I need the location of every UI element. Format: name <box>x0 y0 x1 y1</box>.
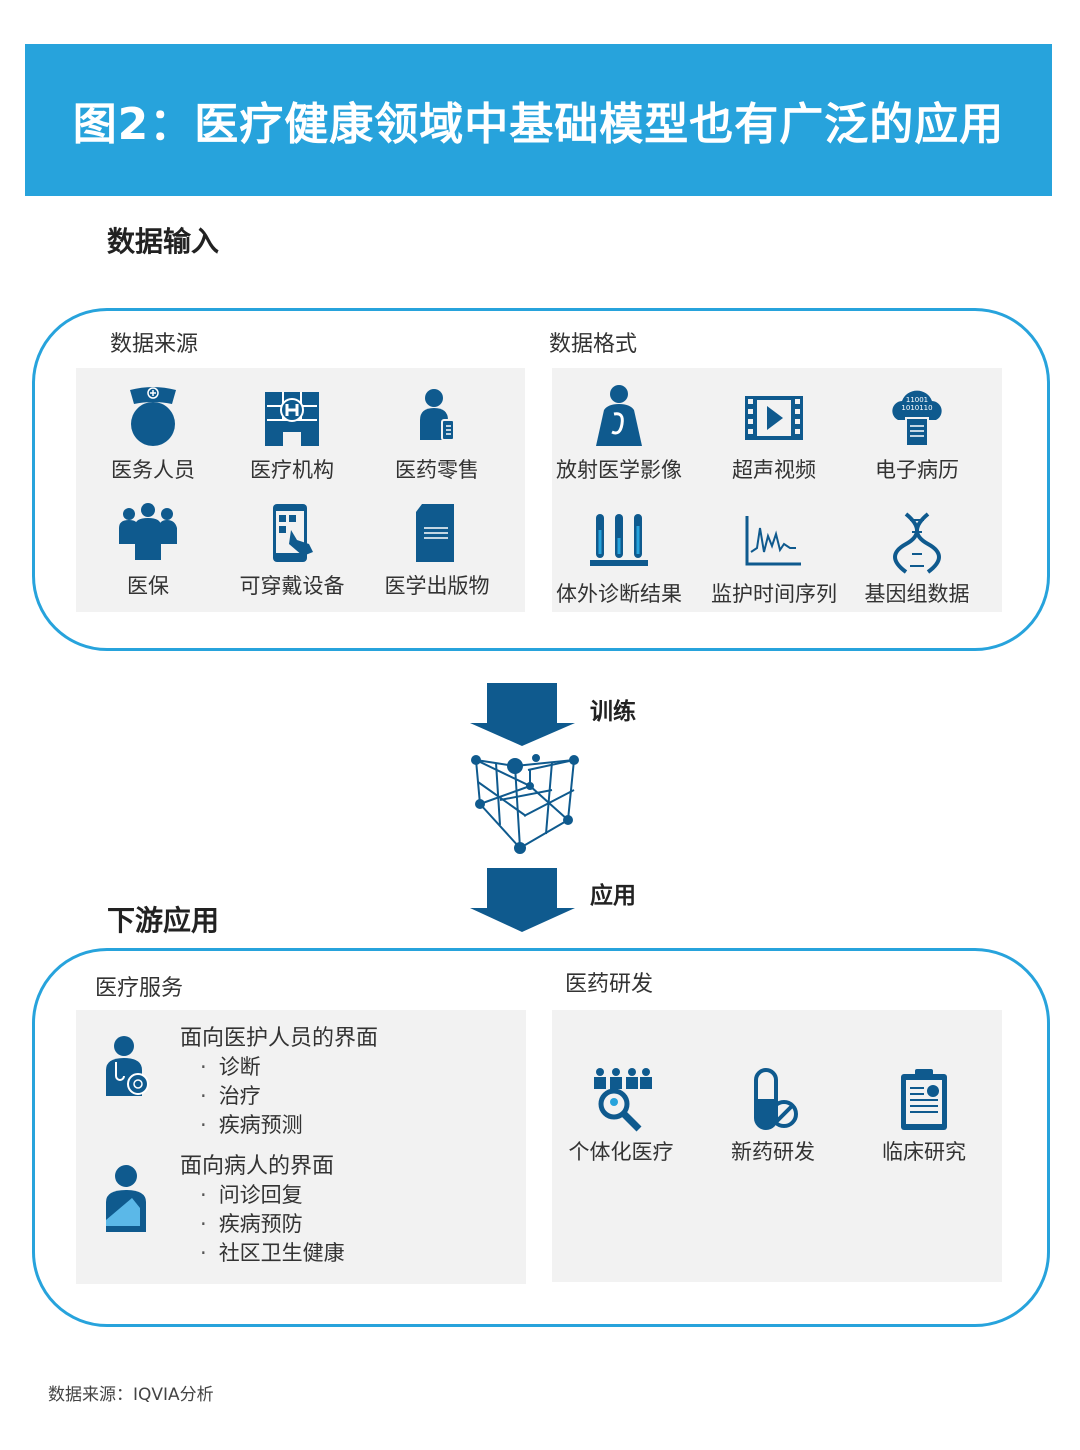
source-medical-staff: 医务人员 <box>78 384 228 484</box>
source-medical-institution: 医疗机构 <box>217 384 367 484</box>
source-publications: 医学出版物 <box>362 500 512 600</box>
patient-interface-group: 面向病人的界面 问诊回复 疾病预防 社区卫生健康 <box>180 1152 345 1268</box>
source-pharmacy: 医药零售 <box>362 384 512 484</box>
document-icon <box>416 504 454 562</box>
source-insurance: 医保 <box>73 500 223 600</box>
apply-label: 应用 <box>590 883 636 909</box>
train-label: 训练 <box>590 699 636 725</box>
rnd-personalized: 个体化医疗 <box>546 1066 696 1166</box>
film-play-icon <box>745 396 803 440</box>
hospital-icon <box>265 392 319 446</box>
doctor-icon <box>106 1036 149 1096</box>
sources-panel: 医务人员 医疗机构 医药零售 医保 可穿戴设备 医学出版物 <box>76 368 525 612</box>
waveform-icon <box>745 516 801 566</box>
format-genomics: 基因组数据 <box>842 508 992 608</box>
svg-text:11001: 11001 <box>906 396 928 404</box>
pharmacist-icon <box>420 389 455 441</box>
group-icon <box>119 503 177 560</box>
flow-graphic <box>470 683 579 932</box>
rnd-label: 医药研发 <box>565 972 654 997</box>
rnd-drug-discovery: 新药研发 <box>698 1066 848 1166</box>
input-heading: 数据输入 <box>107 225 220 258</box>
source-wearables: 可穿戴设备 <box>217 500 367 600</box>
apply-arrow-icon <box>470 868 575 932</box>
page-title: 图2：医疗健康领域中基础模型也有广泛的应用 <box>72 99 1005 150</box>
format-ivd: 体外诊断结果 <box>544 508 694 608</box>
output-heading: 下游应用 <box>107 904 220 937</box>
people-search-icon <box>594 1068 652 1132</box>
rnd-clinical-research: 临床研究 <box>849 1066 999 1166</box>
patient-icon <box>106 1165 146 1232</box>
formats-label: 数据格式 <box>549 332 638 357</box>
sources-label: 数据来源 <box>110 332 199 357</box>
format-monitoring: 监护时间序列 <box>699 508 849 608</box>
nurse-icon <box>130 387 176 446</box>
services-label: 医疗服务 <box>95 976 184 1001</box>
title-banner: 图2：医疗健康领域中基础模型也有广泛的应用 <box>25 44 1052 196</box>
staff-interface-group: 面向医护人员的界面 诊断 治疗 疾病预测 <box>180 1024 378 1140</box>
format-ultrasound: 超声视频 <box>699 384 849 484</box>
services-panel: 面向医护人员的界面 诊断 治疗 疾病预测 面向病人的界面 问诊回复 疾病预防 社… <box>76 1010 526 1284</box>
pill-icon <box>754 1068 798 1130</box>
input-container <box>32 308 1050 651</box>
svg-text:1010110: 1010110 <box>901 404 932 412</box>
test-tubes-icon <box>590 514 648 566</box>
output-container <box>32 948 1050 1327</box>
xray-person-icon <box>596 385 642 446</box>
dna-icon <box>893 512 941 574</box>
rnd-panel: 个体化医疗 新药研发 临床研究 <box>552 1010 1002 1282</box>
source-note: 数据来源：IQVIA分析 <box>48 1385 214 1405</box>
format-radiology: 放射医学影像 <box>544 384 694 484</box>
cube-model-icon <box>471 754 579 854</box>
train-arrow-icon <box>470 683 575 746</box>
clipboard-icon <box>901 1069 947 1130</box>
tablet-touch-icon <box>273 504 313 562</box>
